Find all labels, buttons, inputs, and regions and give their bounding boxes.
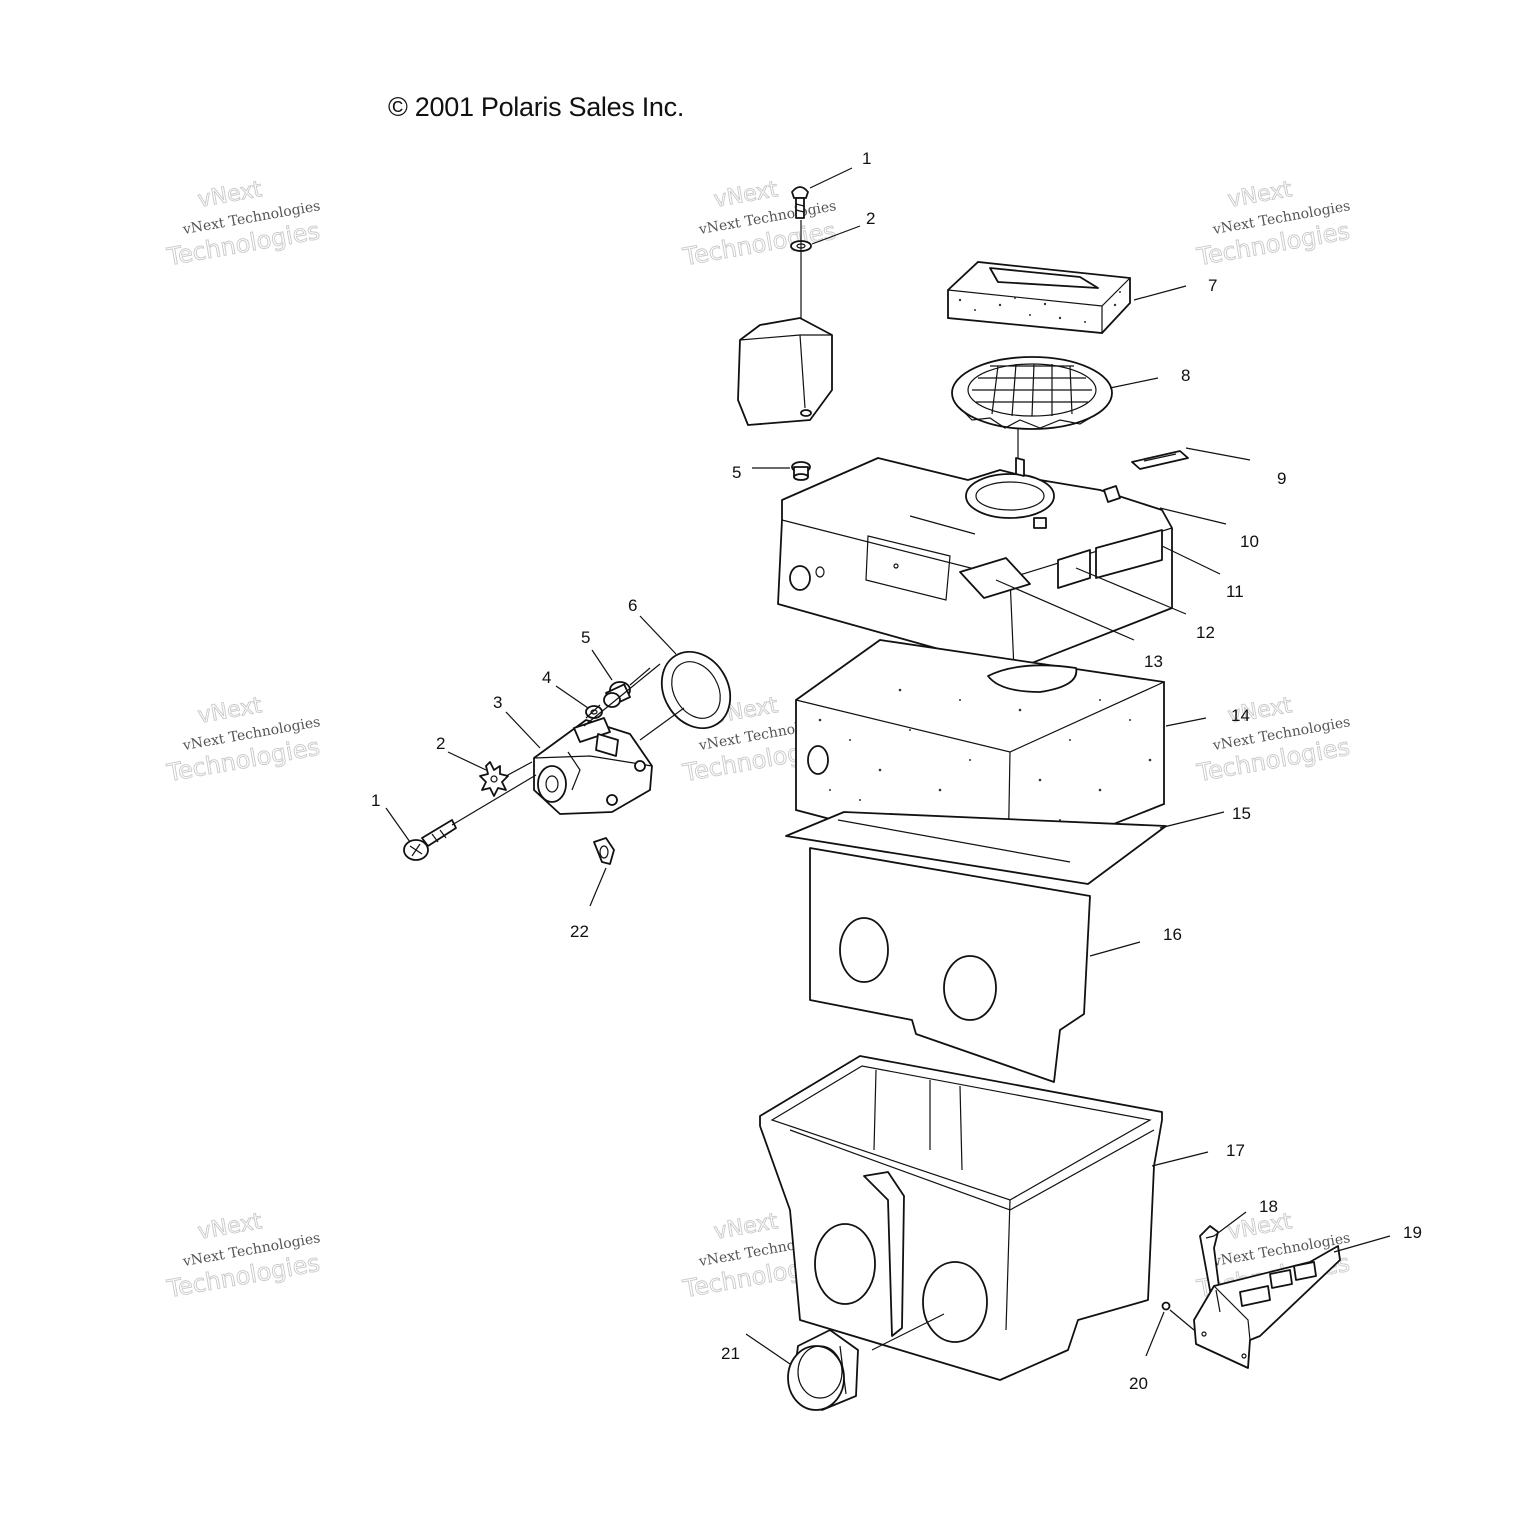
assembly-lines-left [451,663,685,826]
callout-14: 14 [1165,706,1250,727]
watermark-bottom-left: vNext vNext Technologies Technologies [164,1209,323,1304]
callout-13: 13 [995,579,1163,671]
callout-label: 17 [1226,1141,1245,1160]
callout-9: 9 [1185,447,1286,488]
watermark-brand: vNext [196,693,264,729]
small-cover-part[interactable] [737,317,833,426]
watermark-top-center: vNext vNext Technologies Technologies [680,177,839,272]
filter-screen-part[interactable] [951,356,1113,430]
watermark-mid-left: vNext vNext Technologies Technologies [164,693,323,788]
grommet-top-part[interactable] [791,461,811,481]
callout-17: 17 [1151,1141,1245,1167]
callout-20: 20 [1129,1311,1165,1393]
screw-left-part[interactable] [403,819,457,861]
callout-12: 12 [1075,567,1215,642]
callout-label: 4 [542,668,551,687]
callout-label: 5 [581,628,590,647]
callout-1-left: 1 [371,791,411,843]
watermark-top-left: vNext vNext Technologies Technologies [164,177,323,272]
callout-label: 18 [1259,1197,1278,1216]
hose-clamp-part[interactable] [593,837,615,865]
small-nut-part[interactable] [1161,1301,1171,1311]
watermark-brand: vNext [196,177,264,213]
callout-label: 20 [1129,1374,1148,1393]
callout-label: 19 [1403,1223,1422,1242]
mounting-bracket-part[interactable] [1193,1245,1341,1369]
callout-4: 4 [542,668,589,709]
callout-16: 16 [1089,925,1182,957]
callout-label: 11 [1226,582,1244,601]
callout-label: 8 [1181,366,1190,385]
copyright-notice: © 2001 Polaris Sales Inc. [388,92,685,122]
callout-18: 18 [1213,1197,1278,1237]
callout-22: 22 [570,867,607,941]
foam-prefilter-part[interactable] [947,261,1131,334]
callout-label: 22 [570,922,589,941]
callout-label: 7 [1208,276,1217,295]
callout-label: 16 [1163,925,1182,944]
callout-10: 10 [1159,507,1259,551]
callout-2-top: 2 [811,209,875,245]
callout-8: 8 [1109,366,1190,389]
callout-label: 2 [436,734,445,753]
callout-label: 1 [371,791,380,810]
airbox-base-part[interactable] [759,1055,1163,1381]
watermark-top-right: vNext vNext Technologies Technologies [1194,177,1353,272]
callout-15: 15 [1159,804,1251,829]
airbox-lid-part[interactable] [777,457,1173,671]
assembly-line-nut [1169,1309,1195,1331]
callout-11: 11 [1161,545,1244,601]
valve-housing-part[interactable] [533,717,653,815]
callout-label: 5 [732,463,741,482]
watermark-brand: vNext [712,177,780,213]
callout-7: 7 [1133,276,1217,301]
strap-part[interactable] [1131,450,1189,470]
callout-label: 14 [1231,706,1250,725]
callout-21: 21 [721,1313,945,1365]
callout-3: 3 [493,693,541,749]
callout-label: 13 [1144,652,1163,671]
watermark-brand: vNext [196,1209,264,1245]
callout-2-left: 2 [436,734,487,771]
callout-label: 3 [493,693,502,712]
callout-5-left: 5 [581,628,613,681]
callout-label: 12 [1196,623,1215,642]
callout-group: 1 2 5 7 8 9 10 [371,149,1422,1393]
flange-ring-part[interactable] [648,639,743,740]
rubber-coupler-part[interactable] [787,1329,859,1411]
callout-label: 2 [866,209,875,228]
watermark-brand: vNext [712,1209,780,1245]
baffle-plate-part[interactable] [809,847,1091,1083]
callout-label: 21 [721,1344,740,1363]
star-washer-part[interactable] [479,761,509,797]
callout-label: 9 [1277,469,1286,488]
screw-top-part[interactable] [791,186,809,219]
grommet-left-part[interactable] [603,681,631,708]
foam-filter-element-part[interactable] [795,639,1165,867]
callout-5-top: 5 [732,463,790,482]
callout-1-top: 1 [809,149,871,189]
callout-6: 6 [628,596,677,655]
watermark-mid-right: vNext vNext Technologies Technologies [1194,693,1353,788]
watermark-brand: vNext [1226,177,1294,213]
callout-label: 1 [862,149,871,168]
callout-19: 19 [1333,1223,1422,1253]
callout-label: 15 [1232,804,1251,823]
callout-label: 6 [628,596,637,615]
callout-label: 10 [1240,532,1259,551]
